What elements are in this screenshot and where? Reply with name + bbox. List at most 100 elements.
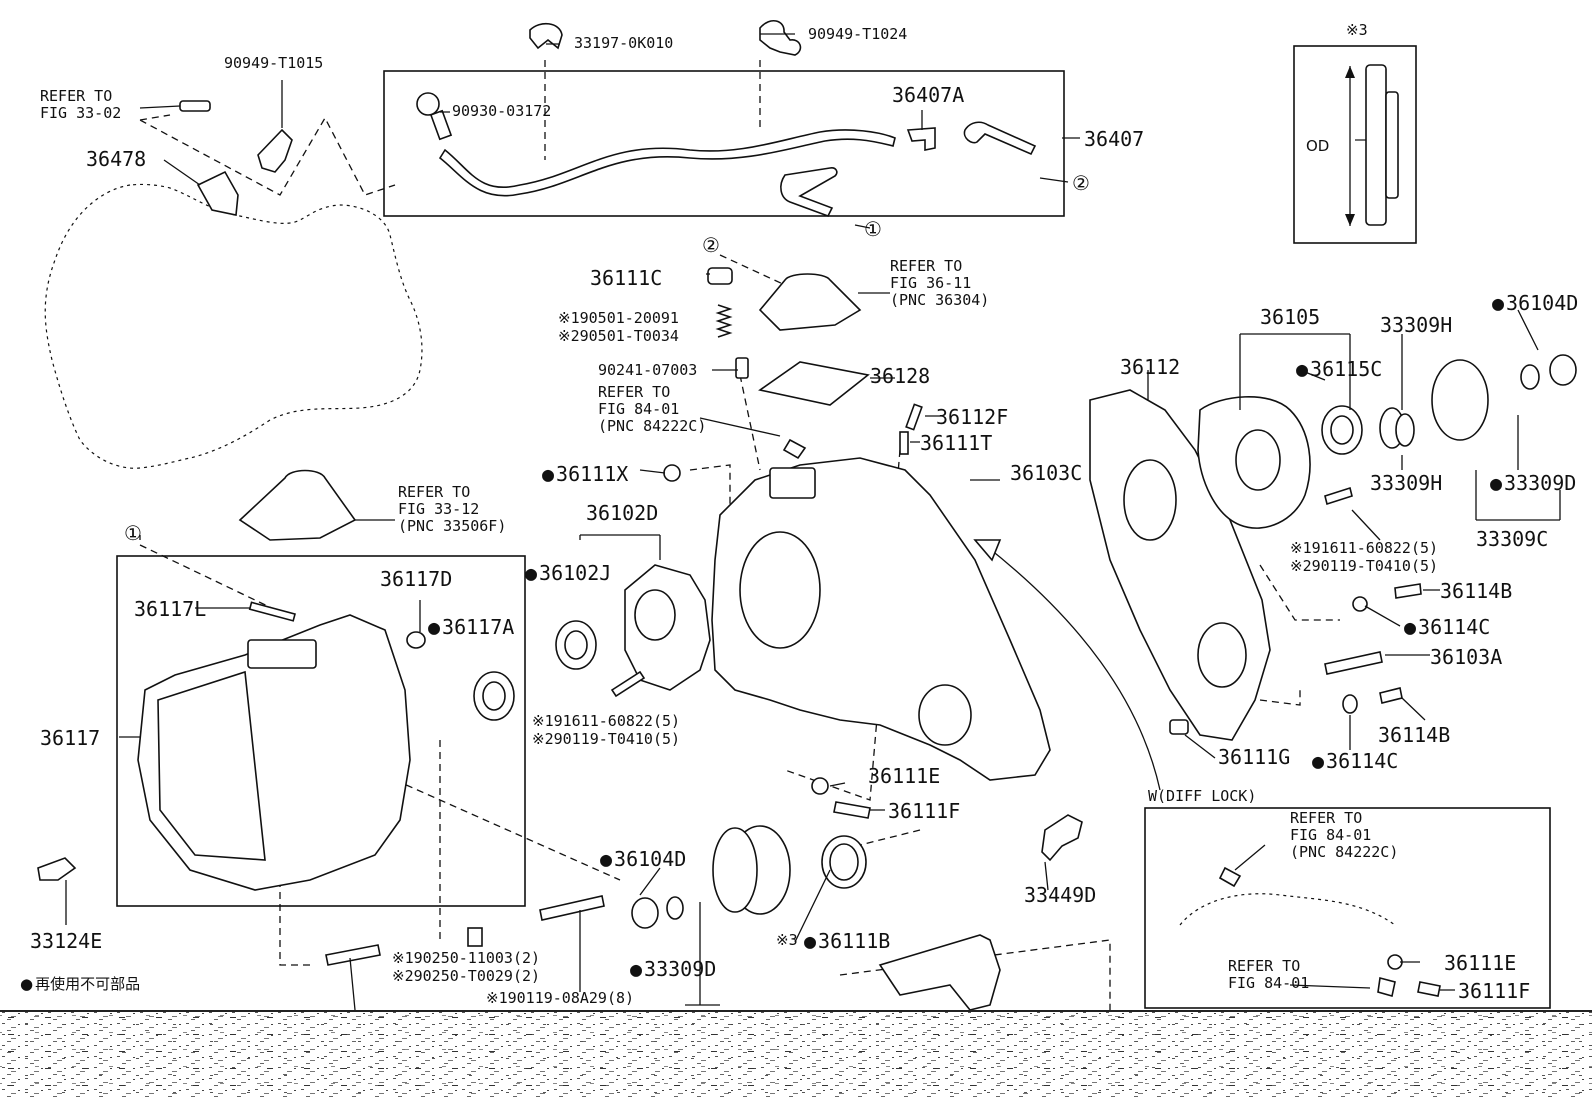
label-33124e: 33124E — [30, 929, 103, 953]
assembly-arrow — [984, 544, 1161, 791]
label-36111b: 36111B — [804, 930, 890, 952]
sensor-90930 — [416, 92, 440, 116]
label-refer-fig-84-01-b: REFER TO FIG 84-01 (PNC 84222C) — [1290, 809, 1399, 861]
plug-36117d — [406, 631, 426, 649]
label-36111g: 36111G — [1218, 745, 1291, 769]
breather-refer-84-01 — [782, 438, 807, 460]
transmission-case-outline — [44, 183, 423, 469]
bolt-191611a — [610, 670, 646, 698]
label-36111x: 36111X — [542, 463, 628, 485]
label-36111e-diff: 36111E — [1444, 951, 1517, 975]
seal-36102j-inner — [564, 630, 588, 660]
label-33449d: 33449D — [1024, 883, 1097, 907]
plug-diff-lock — [1377, 976, 1396, 998]
pin-36111g — [1169, 719, 1189, 735]
label-36114b-bottom: 36114B — [1378, 723, 1451, 747]
diff-lock-frame — [1144, 807, 1551, 1009]
washer-33309d-a — [1520, 364, 1540, 390]
od-arrow-bottom — [1345, 214, 1355, 226]
bolt-refer-33-02 — [179, 100, 211, 112]
label-36111e: 36111E — [868, 764, 941, 788]
union-36407a — [906, 127, 936, 151]
clip-33197 — [529, 22, 563, 50]
leader-lines — [65, 33, 1561, 1011]
pin-36111t — [899, 431, 909, 455]
label-190501-20091: ※190501-20091 — [558, 309, 679, 327]
od-arrow-top — [1345, 66, 1355, 78]
label-36104d-top: 36104D — [1492, 292, 1578, 314]
label-circle-1-a: ① — [864, 217, 882, 241]
bushing-190250 — [467, 927, 483, 947]
label-190250-11003: ※190250-11003(2) — [392, 949, 541, 967]
od-seal-profile — [1365, 64, 1387, 226]
label-36103a: 36103A — [1430, 645, 1503, 669]
label-od: OD — [1306, 137, 1330, 155]
cover-36112-bore-top — [1123, 459, 1177, 541]
label-190119-08a29: ※190119-08A29(8) — [486, 989, 635, 1007]
label-90930-03172: 90930-03172 — [452, 102, 552, 120]
leader-dash-1 — [139, 114, 396, 196]
bearing-36117a-inner — [482, 681, 506, 711]
leader-dash-4 — [719, 254, 786, 471]
label-note-3-top: ※3 — [1346, 21, 1368, 39]
assembly-arrow-head — [973, 539, 1002, 562]
bracket-33449d — [1041, 814, 1083, 862]
seal-36111b-inner — [829, 843, 859, 881]
cover-refer-36-11 — [758, 273, 862, 331]
label-36114c-top: 36114C — [1404, 616, 1490, 638]
label-290501-t0034: ※290501-T0034 — [558, 327, 679, 345]
label-33197-0k010: 33197-0K010 — [574, 34, 674, 52]
hose-36407-main — [438, 129, 896, 197]
label-36112f: 36112F — [936, 405, 1009, 429]
pin-36112f — [905, 403, 923, 431]
label-36117l: 36117L — [134, 597, 207, 621]
bolt-191611b — [1324, 486, 1353, 506]
label-refer-fig-84-01-a: REFER TO FIG 84-01 (PNC 84222C) — [598, 383, 707, 435]
label-36117a: 36117A — [428, 616, 514, 638]
label-36114c-bottom: 36114C — [1312, 750, 1398, 772]
od-seal-lip — [1385, 91, 1399, 199]
case-bore-small — [918, 684, 972, 746]
label-90241-07003: 90241-07003 — [598, 361, 698, 379]
pin-90241 — [735, 357, 749, 379]
label-33309d-lower: 33309D — [630, 958, 716, 980]
label-w-diff-lock: W(DIFF LOCK) — [1148, 787, 1257, 805]
cover-36105-bore — [1235, 429, 1281, 491]
label-36112: 36112 — [1120, 355, 1181, 379]
label-36111f-diff: 36111F — [1458, 979, 1531, 1003]
label-36111t: 36111T — [920, 431, 993, 455]
breather-diff-lock — [1218, 866, 1242, 888]
scan-noise-band — [0, 1010, 1592, 1099]
label-90949-t1024: 90949-T1024 — [808, 25, 908, 43]
leader-dash-7 — [279, 740, 441, 966]
gasket-36128 — [758, 361, 870, 406]
label-circle-2-a: ② — [1072, 171, 1090, 195]
washer-36114c-b — [1342, 694, 1358, 714]
bolt-190119 — [539, 895, 605, 921]
label-refer-fig-33-12: REFER TO FIG 33-12 (PNC 33506F) — [398, 483, 507, 535]
bolt-33124e — [37, 857, 77, 881]
label-36114b-top: 36114B — [1440, 579, 1513, 603]
washer-36114c-a — [1352, 596, 1368, 612]
leader-dash-5 — [689, 464, 731, 525]
flange-36104d-face — [712, 827, 758, 913]
seal-33309h-b — [1395, 413, 1415, 447]
label-refer-fig-33-02: REFER TO FIG 33-02 — [40, 87, 122, 122]
label-36103c: 36103C — [1010, 461, 1083, 485]
hose-elbow-2 — [963, 121, 1037, 156]
bracket-36478 — [196, 170, 239, 216]
label-36407a: 36407A — [892, 83, 965, 107]
hose-assembly-frame — [383, 70, 1065, 217]
label-36115c: 36115C — [1296, 358, 1382, 380]
bolt-36111f-b — [1417, 981, 1441, 997]
label-36128: 36128 — [870, 364, 931, 388]
clip-90949-t1015 — [257, 128, 293, 173]
nut-36104d-a — [1549, 354, 1577, 386]
washer-36111x — [663, 464, 681, 482]
sensor-stem — [429, 109, 453, 141]
label-36117: 36117 — [40, 726, 101, 750]
label-refer-fig-36-11: REFER TO FIG 36-11 (PNC 36304) — [890, 257, 990, 309]
label-36117d: 36117D — [380, 567, 453, 591]
bolt-36114b-b — [1379, 687, 1403, 704]
washer-33309d — [666, 896, 684, 920]
